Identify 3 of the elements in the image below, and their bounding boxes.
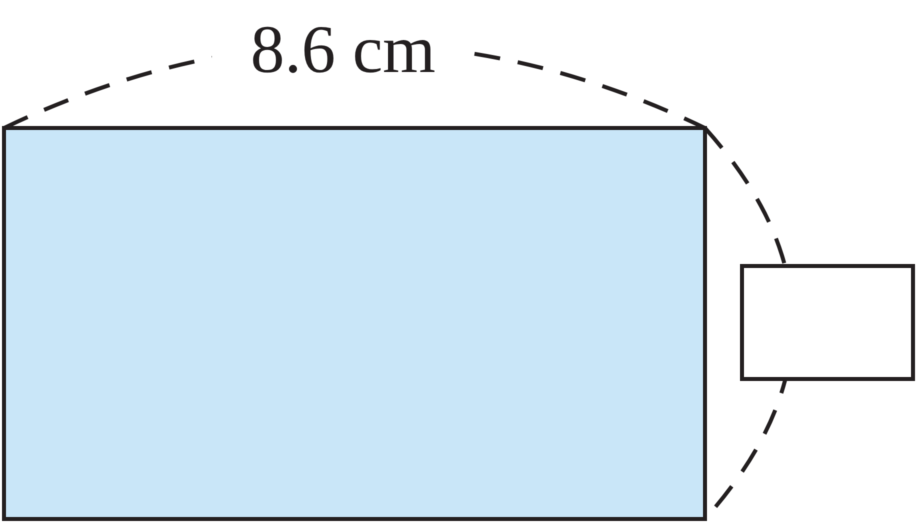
dimension-label: 8.6 cm (250, 15, 436, 83)
rectangle (2, 126, 707, 521)
answer-box (740, 264, 915, 381)
